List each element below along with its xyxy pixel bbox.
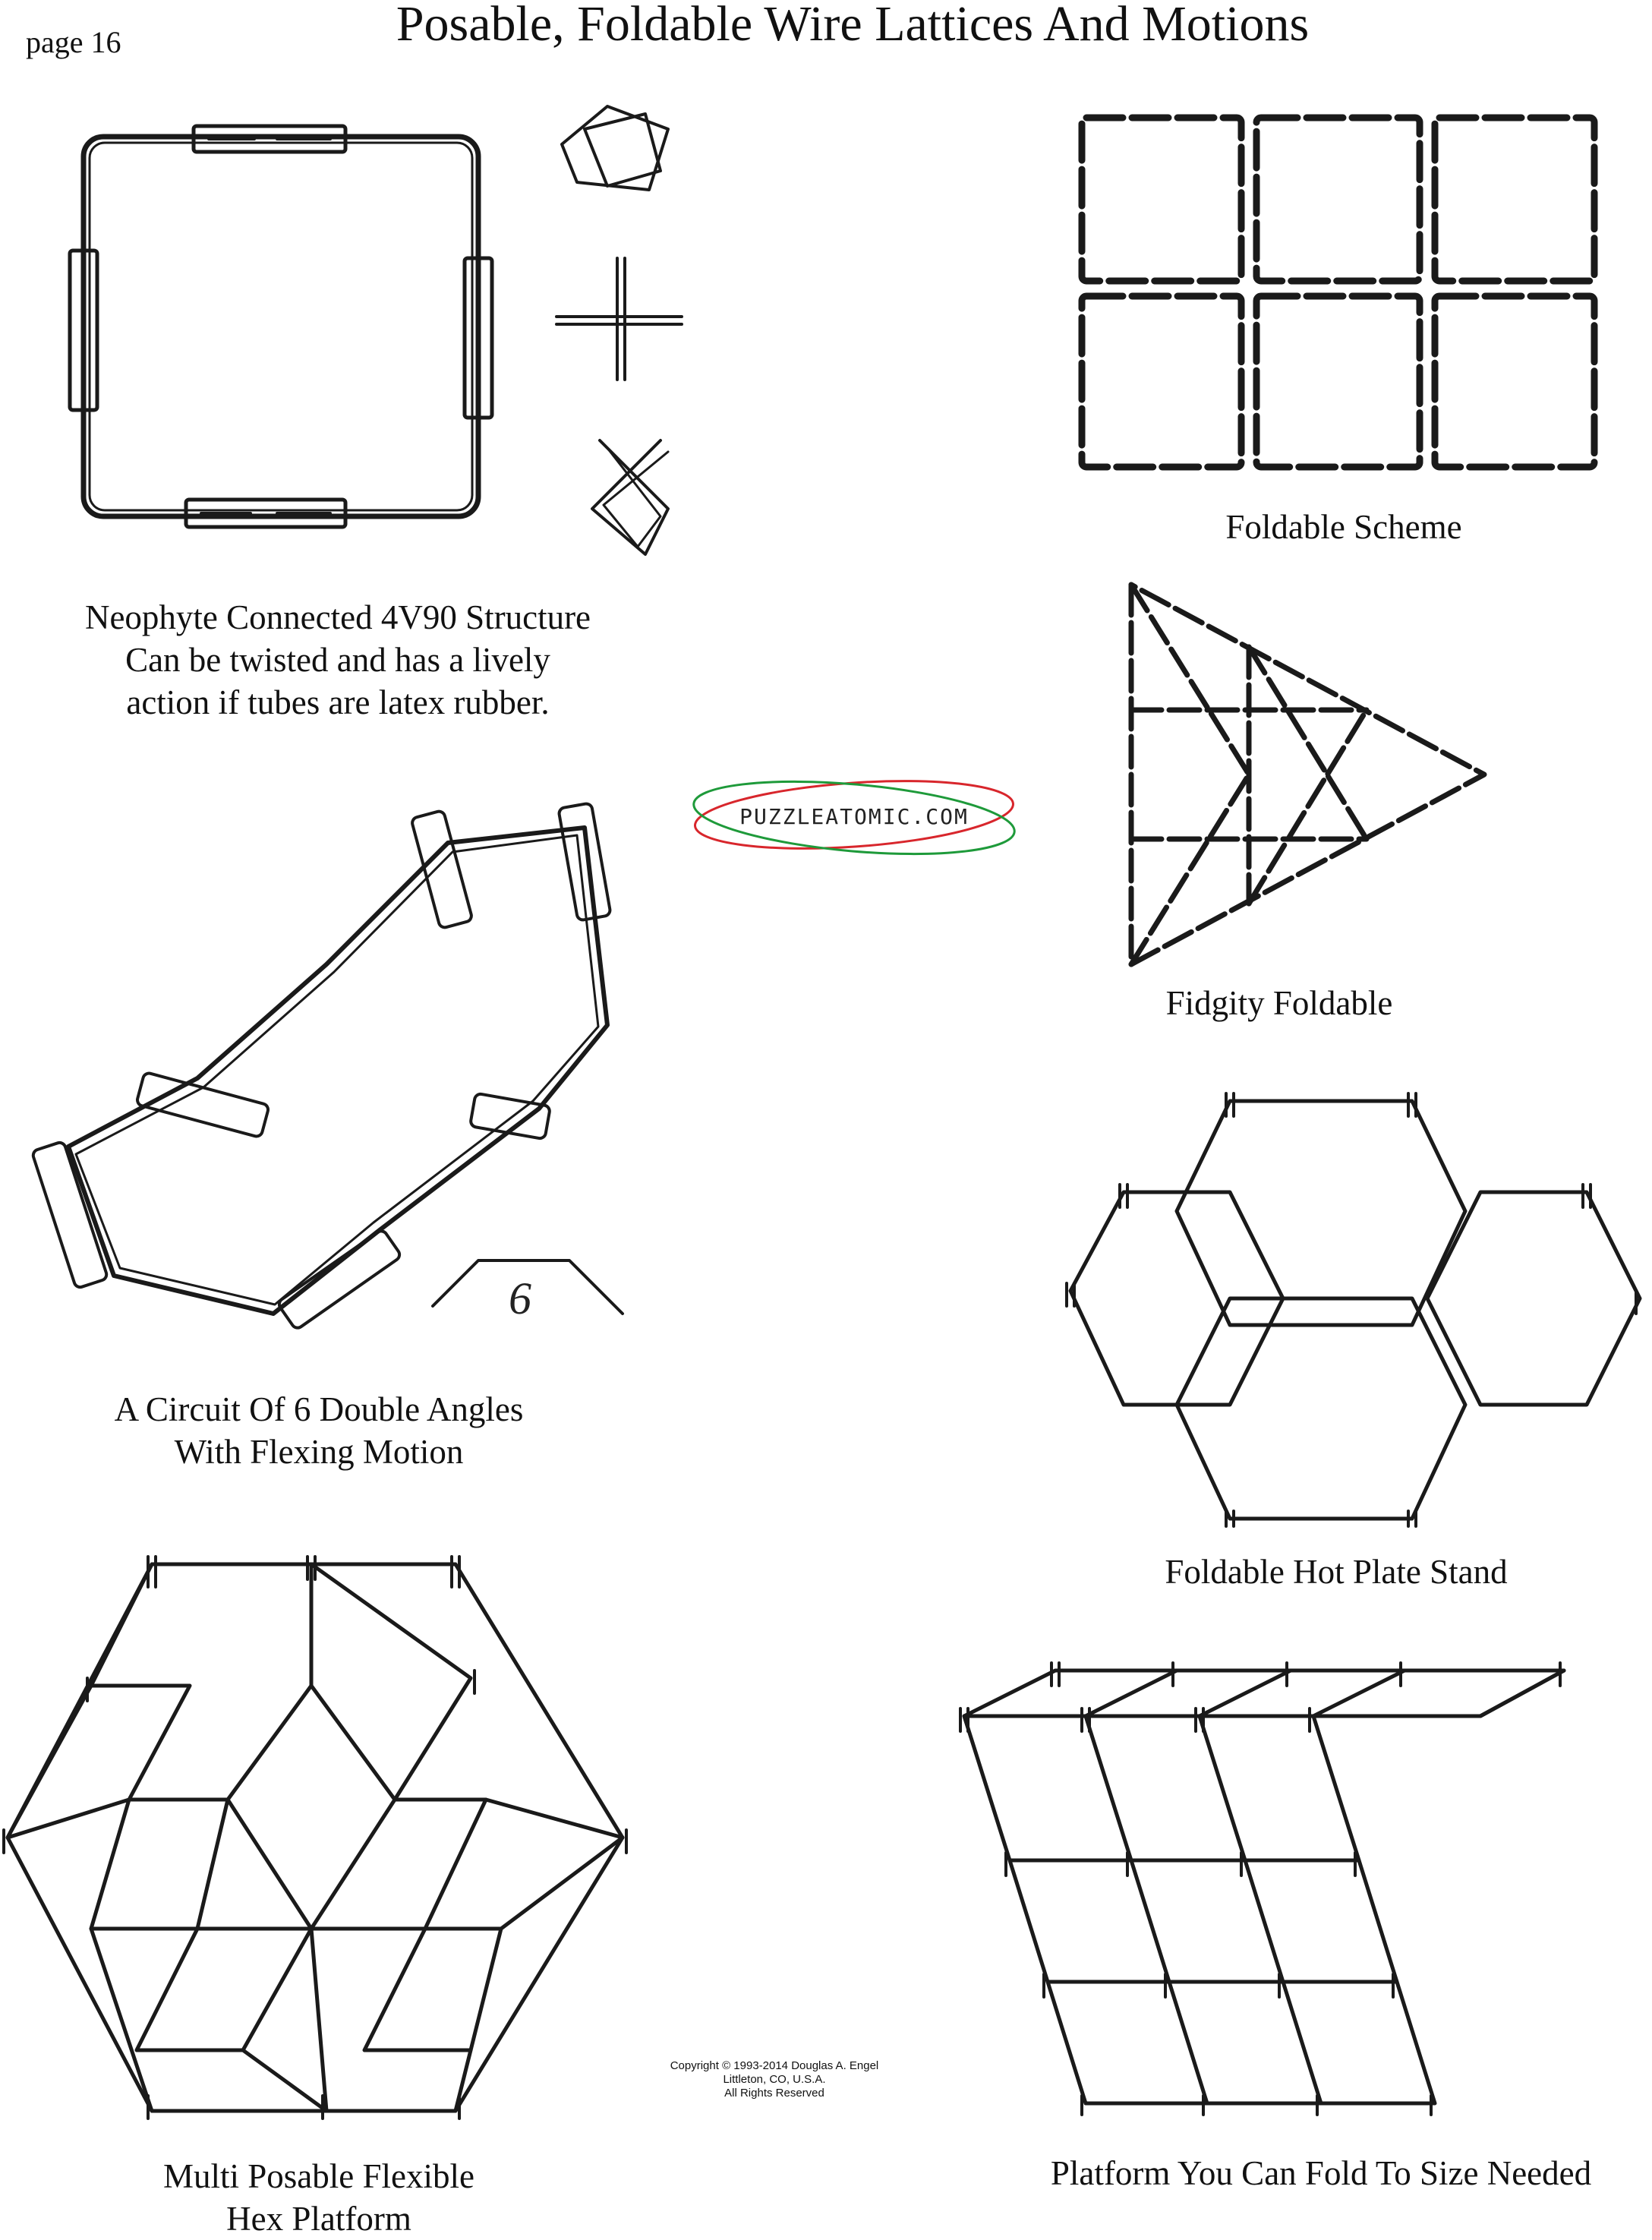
- copyright-line-1: Copyright © 1993-2014 Douglas A. Engel: [670, 2059, 879, 2072]
- double-angle-circuit-drawing: 6: [31, 802, 624, 1330]
- page-number: page 16: [26, 25, 121, 59]
- copyright-line-3: All Rights Reserved: [724, 2087, 824, 2100]
- circuit-sketch-label: 6: [509, 1273, 531, 1323]
- puzzleatomic-logo: PUZZLEATOMIC.COM: [692, 780, 1016, 856]
- page-title: Posable, Foldable Wire Lattices And Moti…: [0, 0, 1652, 49]
- fidgity-foldable-drawing: [1128, 582, 1487, 967]
- page-title-text: Posable, Foldable Wire Lattices And Moti…: [396, 0, 1310, 52]
- neophyte-square-drawing: [68, 124, 494, 529]
- logo-text: PUZZLEATOMIC.COM: [739, 804, 969, 829]
- copyright-line-2: Littleton, CO, U.S.A.: [723, 2073, 826, 2086]
- hex-platform-caption-line-2: Hex Platform: [226, 2200, 411, 2238]
- neophyte-caption-line-1: Neophyte Connected 4V90 Structure: [84, 598, 591, 636]
- circuit-caption-line-2: With Flexing Motion: [174, 1433, 464, 1471]
- hex-platform-caption: Multi Posable Flexible Hex Platform: [76, 2155, 562, 2240]
- circuit-caption-line-1: A Circuit Of 6 Double Angles: [114, 1390, 524, 1428]
- hot-plate-stand-drawing: [1065, 1092, 1642, 1528]
- hex-platform-caption-line-1: Multi Posable Flexible: [163, 2157, 474, 2195]
- platform-caption: Platform You Can Fold To Size Needed: [1050, 2154, 1592, 2192]
- copyright-notice: Copyright © 1993-2014 Douglas A. Engel L…: [668, 2059, 881, 2100]
- neophyte-caption-line-3: action if tubes are latex rubber.: [126, 683, 550, 721]
- foldable-platform-drawing: [959, 1661, 1566, 2116]
- fidgity-caption: Fidgity Foldable: [1165, 984, 1393, 1022]
- foldable-scheme-drawing: [1078, 114, 1598, 471]
- circuit-caption: A Circuit Of 6 Double Angles With Flexin…: [30, 1388, 607, 1473]
- folded-sketch: [591, 439, 670, 556]
- hot-plate-caption: Foldable Hot Plate Stand: [1165, 1553, 1508, 1591]
- twisted-square-sketch: [560, 105, 670, 191]
- hex-platform-drawing: [2, 1555, 628, 2120]
- cross-sketch: [555, 257, 683, 381]
- neophyte-caption: Neophyte Connected 4V90 Structure Can be…: [46, 596, 630, 724]
- foldable-scheme-caption: Foldable Scheme: [1225, 508, 1462, 546]
- neophyte-caption-line-2: Can be twisted and has a lively: [125, 641, 550, 679]
